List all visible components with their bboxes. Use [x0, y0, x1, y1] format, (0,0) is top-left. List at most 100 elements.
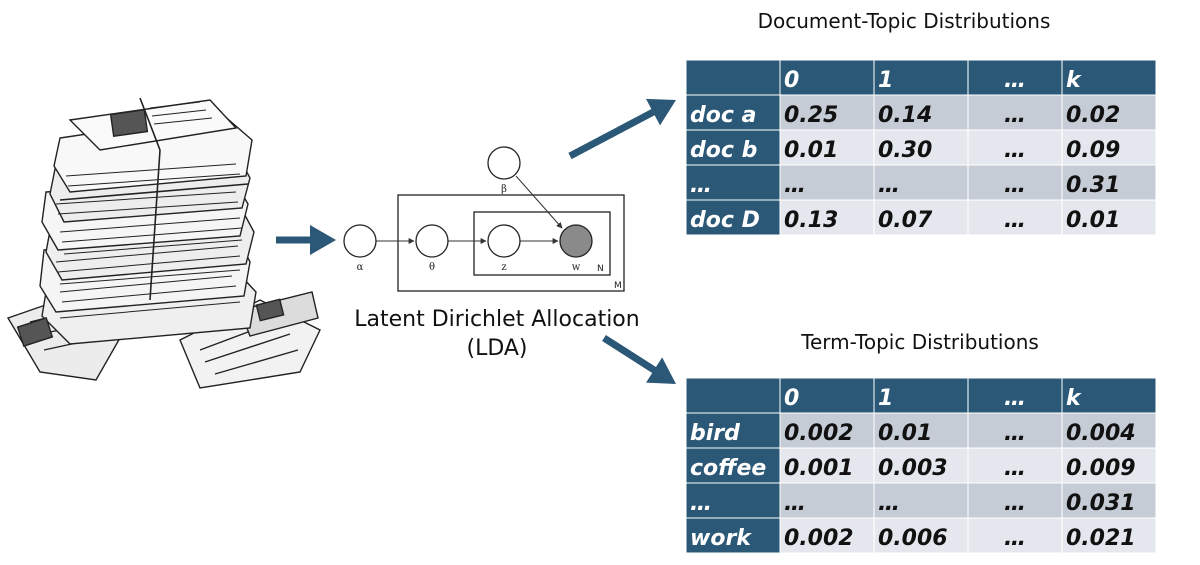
doc-topic-cell: 0.02 — [1066, 103, 1120, 128]
term-topic-cell-bg — [1061, 517, 1157, 554]
doc-topic-cell: 0.01 — [784, 138, 838, 163]
term-topic-row-label: … — [690, 491, 712, 516]
doc-topic-cell-bg — [967, 59, 1063, 96]
term-topic-cell-bg — [685, 517, 781, 554]
doc-topic-cell-bg — [685, 94, 781, 131]
term-topic-cell-bg — [873, 517, 969, 554]
doc-topic-cell-bg — [873, 199, 969, 236]
node-alpha-label: α — [357, 262, 364, 273]
term-topic-row-label: coffee — [690, 456, 766, 481]
term-topic-cell: 0.01 — [878, 421, 932, 446]
arrow-to-term-topic — [602, 335, 676, 384]
arrow-to-lda — [276, 225, 336, 255]
doc-topic-cell: … — [878, 173, 900, 198]
term-topic-cell-bg — [873, 377, 969, 414]
term-topic-cell-bg — [779, 482, 875, 519]
doc-topic-cell: 0.14 — [878, 103, 932, 128]
doc-topic-column-header: k — [1066, 68, 1082, 93]
doc-topic-cell: … — [1004, 208, 1026, 233]
doc-topic-cell-bg — [779, 94, 875, 131]
term-topic-cell-bg — [1061, 482, 1157, 519]
doc-topic-cell: 0.31 — [1066, 173, 1120, 198]
term-topic-cell-bg — [779, 412, 875, 449]
doc-topic-cell-bg — [1061, 94, 1157, 131]
term-topic-cell-bg — [967, 482, 1063, 519]
node-w — [559, 224, 593, 258]
term-topic-cell-bg — [779, 447, 875, 484]
lda-caption-line2: (LDA) — [466, 336, 527, 361]
doc-topic-row-label: doc D — [690, 208, 760, 233]
term-topic-cell: … — [1004, 421, 1026, 446]
node-beta — [487, 146, 521, 180]
term-topic-cell-bg — [873, 412, 969, 449]
node-alpha — [343, 224, 377, 258]
node-theta-label: θ — [429, 262, 435, 273]
doc-topic-cell-bg — [967, 94, 1063, 131]
term-topic-cell: 0.001 — [784, 456, 854, 481]
term-topic-cell: 0.003 — [878, 456, 948, 481]
term-topic-cell-bg — [1061, 377, 1157, 414]
term-topic-cell: 0.006 — [878, 526, 948, 551]
term-topic-cell: … — [784, 491, 806, 516]
term-topic-cell-bg — [967, 517, 1063, 554]
term-topic-cell: 0.009 — [1066, 456, 1136, 481]
plate-inner-n — [473, 211, 611, 276]
plate-inner-label: N — [597, 264, 604, 274]
term-topic-cell-bg — [1061, 447, 1157, 484]
doc-topic-column-header: … — [1004, 68, 1026, 93]
term-topic-cell-bg — [685, 377, 781, 414]
node-z-label: z — [501, 262, 506, 273]
term-topic-column-header: … — [1004, 386, 1026, 411]
doc-topic-cell-bg — [1061, 164, 1157, 201]
doc-topic-cell-bg — [873, 94, 969, 131]
doc-topic-cell: 0.01 — [1066, 208, 1120, 233]
doc-topic-cell: 0.09 — [1066, 138, 1120, 163]
node-z — [487, 224, 521, 258]
term-topic-cell: … — [1004, 526, 1026, 551]
doc-topic-cell-bg — [967, 129, 1063, 166]
doc-topic-row-label: doc a — [690, 103, 756, 128]
node-beta-label: β — [501, 184, 507, 195]
term-topic-cell: 0.004 — [1066, 421, 1136, 446]
term-topic-cell-bg — [1061, 412, 1157, 449]
term-topic-column-header: 0 — [784, 386, 799, 411]
lda-plate-diagram: M N α θ z w β Latent Dirichlet Allocatio… — [343, 146, 640, 361]
doc-topic-cell: … — [1004, 138, 1026, 163]
term-topic-cell-bg — [967, 412, 1063, 449]
doc-topic-cell: 0.13 — [784, 208, 838, 233]
plate-outer-label: M — [614, 281, 622, 291]
term-topic-row-label: bird — [690, 421, 740, 446]
newspaper-stack-icon — [6, 97, 321, 389]
term-topic-cell-bg — [967, 447, 1063, 484]
term-topic-cell-bg — [967, 377, 1063, 414]
term-topic-cell: 0.021 — [1066, 526, 1136, 551]
term-topic-cell-bg — [873, 447, 969, 484]
doc-topic-cell-bg — [967, 164, 1063, 201]
term-topic-column-header: k — [1066, 386, 1082, 411]
term-topic-cell: 0.002 — [784, 526, 854, 551]
term-topic-title: Term-Topic Distributions — [800, 330, 1039, 354]
term-topic-cell: 0.031 — [1066, 491, 1136, 516]
arrow-to-doc-topic — [568, 98, 676, 160]
doc-topic-cell: 0.25 — [784, 103, 838, 128]
doc-topic-cell-bg — [873, 59, 969, 96]
term-topic-cell-bg — [779, 517, 875, 554]
doc-topic-row-label: doc b — [690, 138, 757, 163]
doc-topic-cell-bg — [779, 59, 875, 96]
doc-topic-row-label: … — [690, 173, 712, 198]
plate-outer-m — [397, 194, 625, 292]
doc-topic-cell-bg — [873, 129, 969, 166]
term-topic-cell: 0.002 — [784, 421, 854, 446]
doc-topic-column-header: 1 — [878, 68, 893, 93]
doc-topic-column-header: 0 — [784, 68, 799, 93]
term-topic-row-label: work — [690, 526, 752, 551]
term-topic-cell: … — [878, 491, 900, 516]
term-topic-cell: … — [1004, 491, 1026, 516]
term-topic-cell: … — [1004, 456, 1026, 481]
doc-topic-cell: 0.07 — [878, 208, 933, 233]
node-theta — [415, 224, 449, 258]
term-topic-cell-bg — [779, 377, 875, 414]
doc-topic-cell-bg — [967, 199, 1063, 236]
